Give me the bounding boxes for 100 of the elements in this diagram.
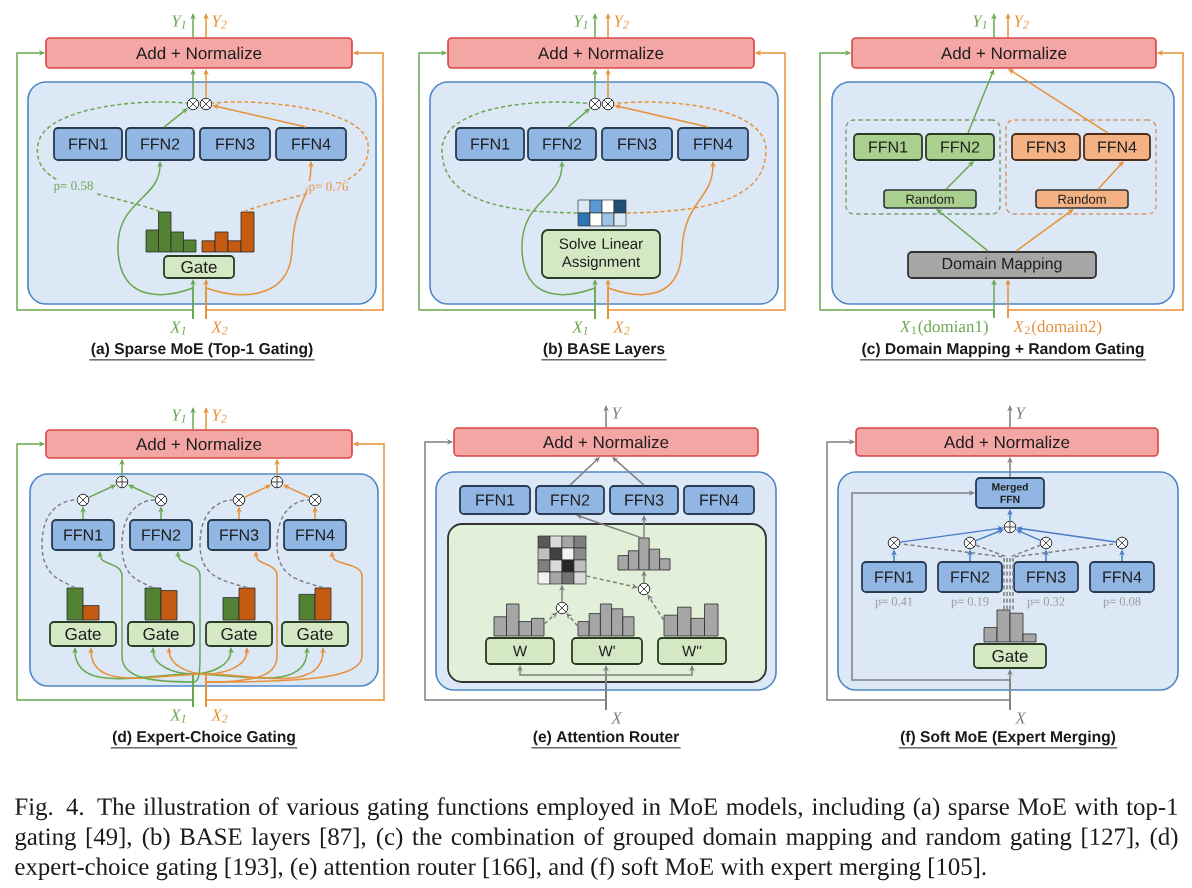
layer-box: Add + Normalize <box>851 37 1157 69</box>
arrow <box>424 439 607 711</box>
layer-box: Add + Normalize <box>453 427 759 457</box>
multiply-symbol <box>588 97 602 111</box>
figure-caption: Fig. 4. The illustration of various gating functions employed in MoE models, including (a) sparse MoE with top-1 gating [49], (b) BASE layers [87], (c) the combination of grouped domain mapping and random gating [127], (d) expert-choice gating [193], (e) attention router [166], and (f) soft MoE with expert merging [105]. <box>15 797 1178 881</box>
variable-label: X$_{2}$ <box>612 321 630 335</box>
variable-label: Y$_{2}$ <box>212 15 227 29</box>
dashed-line <box>1009 544 1041 611</box>
sum-symbol <box>270 475 284 489</box>
expert-box: FFN4 <box>683 485 755 515</box>
layer-box: Add + Normalize <box>45 429 353 459</box>
arrow <box>991 13 997 38</box>
dashed-line <box>441 101 590 214</box>
expert-box: FFN2 <box>125 127 195 161</box>
dashed-line <box>899 543 1005 611</box>
sum-symbol <box>115 475 129 489</box>
variable-label: Y$_{1}$ <box>172 409 186 423</box>
dashed-line <box>36 101 188 213</box>
dashed-line <box>276 499 324 589</box>
arrow <box>851 490 1011 711</box>
expert-box: FFN1 <box>51 519 115 551</box>
arrow <box>605 13 611 38</box>
variable-label: Y$_{1}$ <box>574 15 588 29</box>
multiply-symbol <box>76 493 90 507</box>
arrow <box>190 407 196 430</box>
expert-box: FFN1 <box>455 127 525 161</box>
arrow <box>203 407 209 430</box>
arrow <box>16 441 194 708</box>
multiply-symbol <box>555 601 569 615</box>
gate-box: Gate <box>49 621 117 647</box>
expert-box: FFN3 <box>609 485 679 515</box>
variable-label: X$_{1}$ <box>571 321 588 335</box>
variable-label: X$_{1}$(domian1) <box>899 320 988 336</box>
expert-box: FFN1 <box>53 127 123 161</box>
multiply-symbol <box>1039 536 1053 550</box>
expert-box: FFN3 <box>207 519 271 551</box>
multiply-symbol <box>186 97 200 111</box>
dashed-arrow <box>585 575 638 589</box>
variable-label: X$_{2}$ <box>210 709 228 723</box>
arrow <box>190 13 196 38</box>
arrow <box>1008 68 1109 134</box>
dashed-line <box>41 499 78 589</box>
sum-symbol <box>1003 520 1017 534</box>
arrow <box>203 13 209 38</box>
arrow <box>1005 13 1011 38</box>
expert-box: FFN2 <box>527 127 597 161</box>
dashed-arrow <box>647 594 665 621</box>
dashed-line <box>1012 543 1117 611</box>
variable-label: X$_{1}$ <box>169 709 186 723</box>
expert-box: FFN4 <box>677 127 749 161</box>
arrow <box>212 104 307 128</box>
gate-box: Gate <box>127 621 195 647</box>
variable-label: Y <box>612 407 623 419</box>
arrow <box>614 104 709 128</box>
variable-label: X <box>610 712 623 724</box>
multiply-symbol <box>1115 536 1129 550</box>
expert-box: FFN1 <box>861 561 927 593</box>
expert-box: FFN1 <box>459 485 531 515</box>
expert-box: FFN2 <box>937 561 1003 593</box>
expert-box: FFN4 <box>1089 561 1155 593</box>
arrow <box>1007 405 1013 428</box>
expert-box: FFN4 <box>1083 133 1151 161</box>
multiply-symbol <box>963 536 977 550</box>
dashed-line <box>975 544 1008 611</box>
gate-box: Gate <box>973 643 1047 669</box>
variable-label: X$_{2}$ <box>210 321 228 335</box>
variable-label: Y$_{1}$ <box>172 15 186 29</box>
expert-box: FFN3 <box>1013 561 1079 593</box>
layer-box: Add + Normalize <box>45 37 353 69</box>
variable-label: X <box>1014 712 1027 724</box>
dashed-line <box>199 499 248 589</box>
group-box <box>1005 119 1157 215</box>
multiply-symbol <box>154 493 168 507</box>
group-box <box>845 119 1001 215</box>
arrow <box>592 13 598 38</box>
layer-box: Add + Normalize <box>855 427 1159 457</box>
variable-label: X$_{1}$ <box>169 321 186 335</box>
variable-label: Y$_{1}$ <box>973 15 987 29</box>
arrow <box>576 514 642 539</box>
expert-box: FFN4 <box>275 127 347 161</box>
expert-box: FFN1 <box>853 133 923 161</box>
expert-box: FFN2 <box>129 519 193 551</box>
variable-label: X$_{2}$(domain2) <box>1012 320 1102 336</box>
arrow <box>16 50 194 320</box>
arrow <box>205 50 384 320</box>
dashed-line <box>121 499 156 589</box>
multiply-symbol <box>601 97 615 111</box>
multiply-symbol <box>637 582 651 596</box>
arrow <box>205 441 385 708</box>
expert-box: FFN3 <box>199 127 271 161</box>
multiply-symbol <box>199 97 213 111</box>
expert-box: FFN2 <box>925 133 995 161</box>
expert-box: FFN2 <box>535 485 605 515</box>
arrow <box>819 50 995 319</box>
gate-box: Gate <box>205 621 273 647</box>
variable-label: Y$_{2}$ <box>614 15 629 29</box>
expert-box: FFN3 <box>601 127 673 161</box>
arrow <box>603 405 609 428</box>
gate-box: Gate <box>163 255 235 279</box>
multiply-symbol <box>887 536 901 550</box>
